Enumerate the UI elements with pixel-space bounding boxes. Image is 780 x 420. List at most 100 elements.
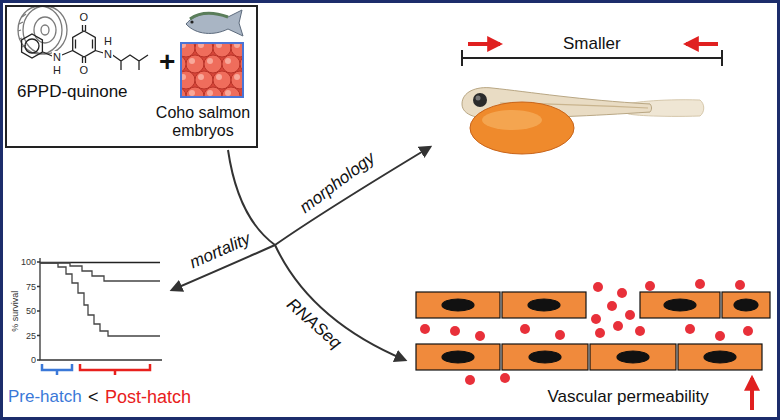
embryo-photo — [186, 87, 204, 97]
embryo-photo — [234, 74, 240, 80]
salmon-icon — [186, 10, 243, 36]
embryo-photo — [181, 43, 243, 97]
blood-cells — [735, 280, 745, 290]
chemical-structure — [22, 34, 43, 58]
branching-arrow — [275, 245, 405, 360]
endothelial-cells — [442, 351, 474, 363]
blood-cells — [520, 324, 530, 334]
chemical-structure — [73, 31, 96, 57]
embryo-photo — [213, 71, 231, 89]
chemical-structure — [83, 57, 86, 63]
survival-chart — [40, 258, 162, 360]
embryo-photo — [222, 55, 240, 73]
endothelial-cells — [416, 292, 770, 370]
salmon-icon — [186, 10, 243, 36]
axis-tick: 0 — [31, 355, 36, 365]
embryo-photo — [181, 71, 195, 89]
blood-cells — [420, 324, 430, 334]
scale-bar — [686, 42, 718, 46]
atom-label: N — [52, 51, 62, 64]
embryo-photo — [168, 39, 258, 105]
larva-illustration — [473, 93, 487, 107]
phase-bracket — [80, 364, 150, 375]
endothelial-cells — [416, 292, 500, 318]
organism-label: Coho salmon embryos — [154, 104, 252, 141]
blood-cells — [613, 321, 623, 331]
salmon-icon — [190, 20, 193, 23]
chemical-structure — [62, 51, 73, 56]
chemical-structure — [43, 52, 52, 56]
endothelial-cells — [664, 299, 696, 311]
survival-chart — [37, 262, 40, 360]
chemical-structure — [76, 40, 93, 49]
endothelial-cells — [442, 299, 474, 311]
embryo-photo — [181, 43, 240, 96]
embryo-photo — [189, 90, 195, 96]
increase-arrow — [752, 378, 753, 410]
blood-cells — [420, 279, 753, 385]
axis-tick: 75 — [26, 282, 36, 292]
embryo-photo — [189, 58, 195, 64]
size-label: Smaller — [563, 34, 621, 54]
blood-cells — [465, 375, 475, 385]
embryo-photo — [207, 90, 213, 96]
endothelial-cells — [678, 344, 762, 370]
chemical-structure — [25, 39, 39, 53]
endothelial-cells — [734, 299, 758, 311]
endothelial-cells — [528, 299, 560, 311]
endothelial-cells — [704, 351, 736, 363]
blood-cells — [593, 282, 603, 292]
endothelial-cells — [502, 292, 586, 318]
branching-arrow — [172, 147, 430, 360]
plus-sign: + — [159, 46, 175, 78]
blood-cells — [645, 281, 655, 291]
blood-cells — [607, 301, 617, 311]
blood-cells — [743, 326, 753, 336]
embryo-photo — [222, 87, 240, 97]
endothelial-cells — [502, 344, 588, 370]
endothelial-cells — [640, 292, 720, 318]
larva-illustration — [470, 102, 574, 154]
embryo-photo — [225, 58, 231, 64]
blood-cells — [617, 288, 627, 298]
blood-cells — [450, 326, 460, 336]
phase-bracket — [42, 364, 72, 375]
larva-illustration — [476, 96, 481, 101]
blood-cells — [625, 310, 635, 320]
branching-arrow — [228, 150, 275, 245]
endothelial-cells — [617, 351, 649, 363]
tire-icon — [23, 6, 67, 54]
embryo-photo — [198, 74, 204, 80]
embryo-photo — [231, 71, 243, 89]
compound-label: 6PPD-quinone — [17, 82, 128, 102]
blood-cells — [555, 330, 565, 340]
blood-cells — [685, 324, 695, 334]
axis-tick: 25 — [26, 331, 36, 341]
axis-tick: 50 — [26, 306, 36, 316]
embryo-photo — [225, 90, 231, 96]
endothelial-cells — [590, 344, 676, 370]
atom-label: O — [79, 11, 90, 24]
tire-icon — [41, 25, 49, 35]
arrow-label: RNASeq — [283, 295, 345, 353]
larva-illustration — [482, 110, 542, 130]
tire-icon — [18, 6, 62, 54]
atom-label: H — [103, 35, 113, 48]
blood-cells — [635, 326, 645, 336]
survival-chart — [40, 263, 160, 336]
atom-label: N — [103, 48, 113, 61]
comparison-sign: < — [88, 387, 99, 408]
embryo-photo — [204, 55, 222, 73]
phase-label: Post-hatch — [105, 387, 191, 408]
phase-bracket — [42, 364, 150, 375]
embryo-photo — [216, 74, 222, 80]
endothelial-cells — [529, 351, 561, 363]
phase-label: Pre-hatch — [8, 387, 82, 407]
blood-cells — [695, 279, 705, 289]
branching-arrow — [275, 147, 430, 245]
blood-cells — [500, 373, 510, 383]
survival-chart — [37, 258, 162, 360]
chemical-structure — [113, 55, 149, 70]
